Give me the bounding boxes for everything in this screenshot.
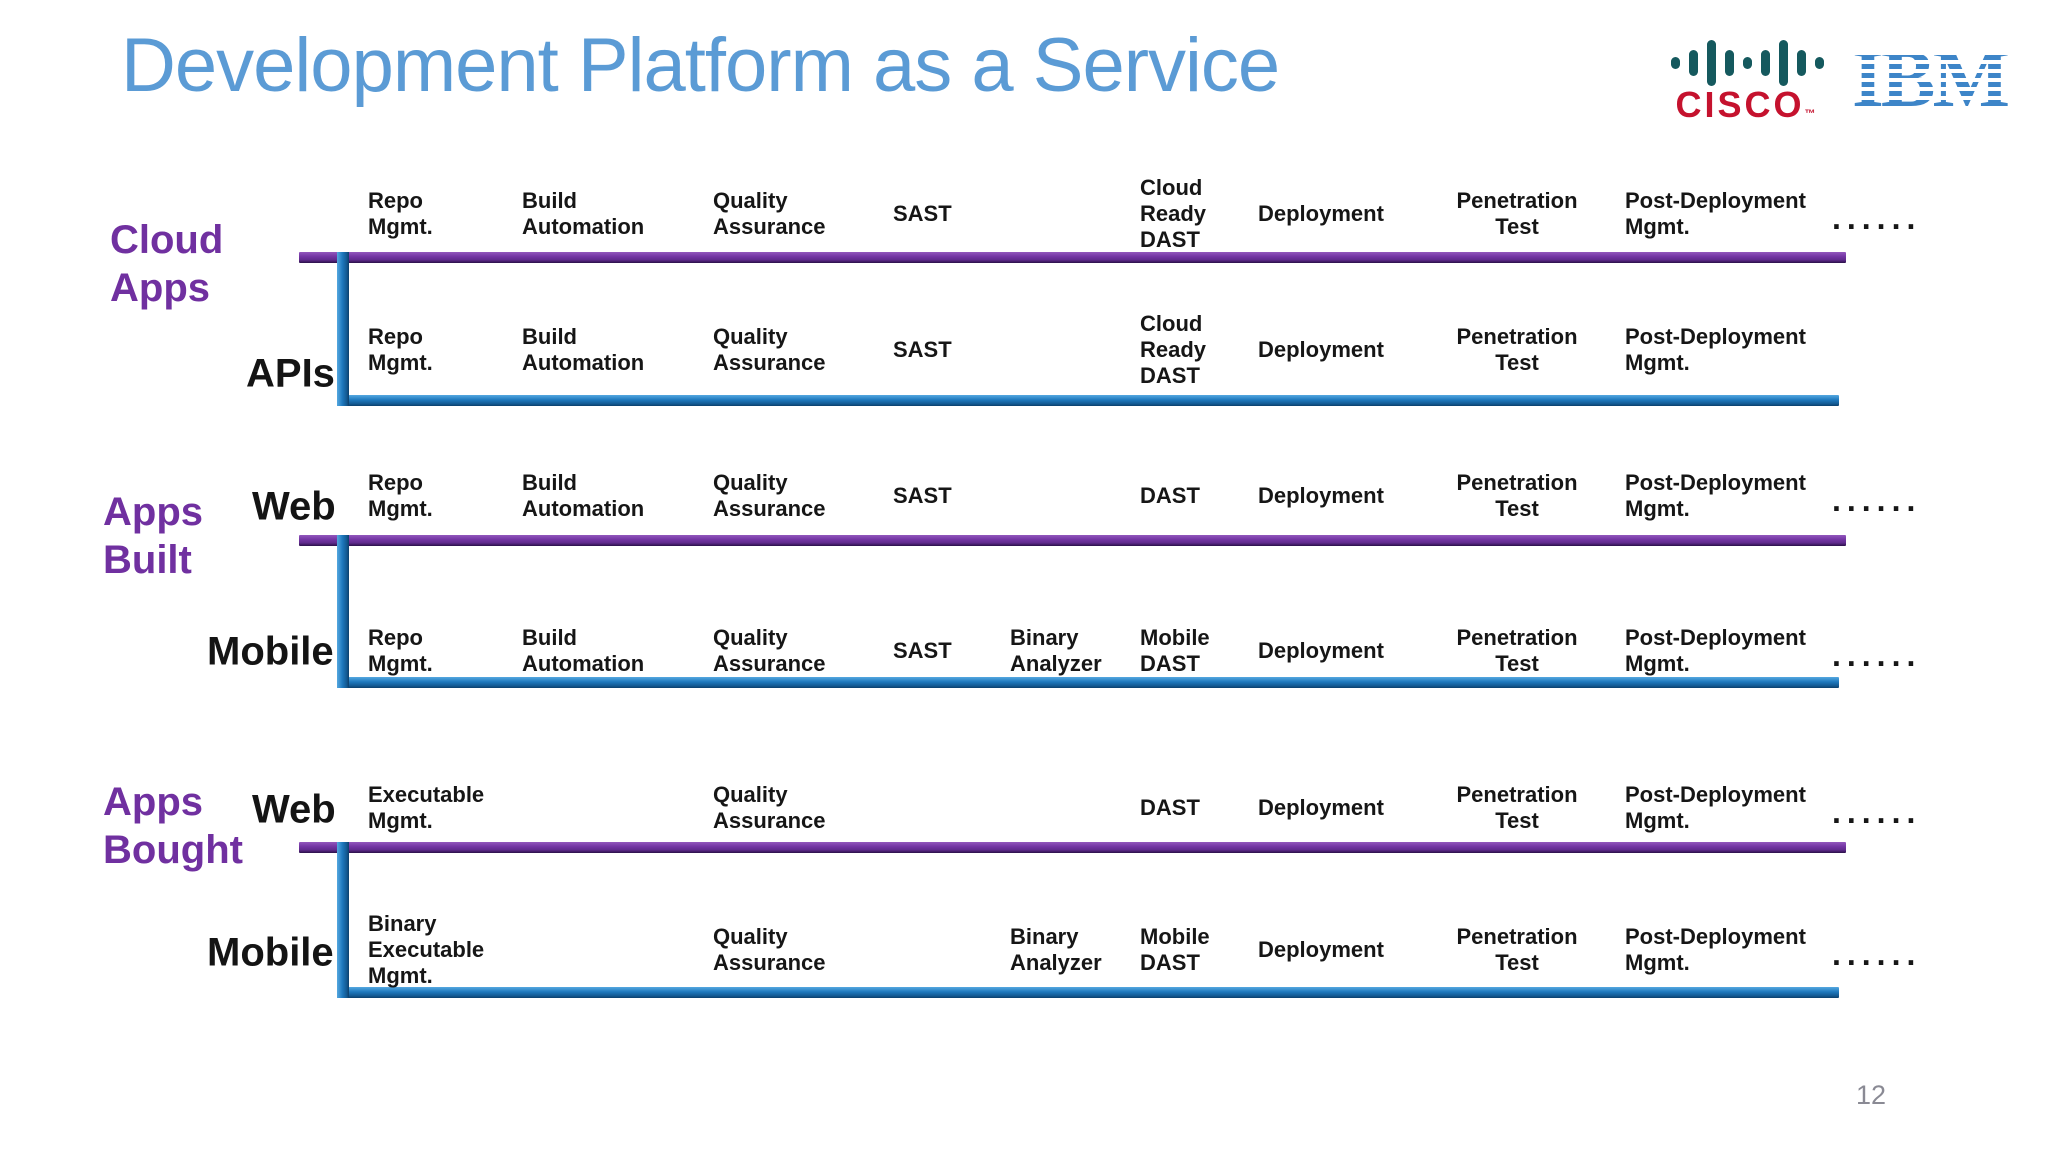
pipeline-bar-web-bought: [299, 842, 1846, 853]
stage-quality-assurance: Quality Assurance: [713, 625, 826, 676]
group-label-apps-built: Apps Built: [103, 490, 203, 582]
connector-web-mobile-built: [337, 535, 349, 688]
row-label-apis: APIs: [246, 351, 335, 396]
stage-dast: DAST: [1140, 795, 1200, 820]
stage-sast: SAST: [893, 638, 952, 663]
stage-penetration-test: Penetration Test: [1456, 324, 1578, 375]
stage-repo-mgmt: Repo Mgmt.: [368, 625, 433, 676]
stage-deployment: Deployment: [1258, 337, 1384, 362]
connector-web-mobile-bought: [337, 842, 349, 998]
ibm-logo: IBM: [1852, 33, 2012, 122]
row-label-web-bought: Web: [252, 787, 336, 832]
stage-deployment: Deployment: [1258, 483, 1384, 508]
stage-quality-assurance: Quality Assurance: [713, 188, 826, 239]
stage-penetration-test: Penetration Test: [1456, 470, 1578, 521]
stage-deployment: Deployment: [1258, 795, 1384, 820]
stage-post-deployment-mgmt: Post-Deployment Mgmt.: [1625, 782, 1806, 833]
stage-deployment: Deployment: [1258, 201, 1384, 226]
connector-cloud-apps-apis: [337, 252, 349, 406]
stage-quality-assurance: Quality Assurance: [713, 470, 826, 521]
group-label-apps-bought: Apps Bought: [103, 780, 243, 872]
stage-deployment: Deployment: [1258, 638, 1384, 663]
slide-title: Development Platform as a Service: [121, 23, 1280, 108]
ellipsis-dots: ......: [1832, 637, 1922, 673]
stage-post-deployment-mgmt: Post-Deployment Mgmt.: [1625, 470, 1806, 521]
stage-cloud-ready-dast: Cloud Ready DAST: [1140, 175, 1207, 252]
stage-penetration-test: Penetration Test: [1456, 924, 1578, 975]
stage-mobile-dast: Mobile DAST: [1140, 625, 1210, 676]
stage-post-deployment-mgmt: Post-Deployment Mgmt.: [1625, 188, 1806, 239]
pipeline-bar-mobile-built: [341, 677, 1839, 688]
stage-post-deployment-mgmt: Post-Deployment Mgmt.: [1625, 924, 1806, 975]
stage-repo-mgmt: Repo Mgmt.: [368, 324, 433, 375]
stage-build-automation: Build Automation: [522, 188, 645, 239]
group-label-cloud-apps: Cloud Apps: [110, 218, 224, 310]
row-label-mobile-built: Mobile: [207, 629, 334, 674]
ellipsis-dots: ......: [1832, 936, 1922, 972]
stage-post-deployment-mgmt: Post-Deployment Mgmt.: [1625, 324, 1806, 375]
row-label-web-built: Web: [252, 484, 336, 529]
stage-quality-assurance: Quality Assurance: [713, 324, 826, 375]
stage-executable-mgmt: Executable Mgmt.: [368, 782, 485, 833]
stage-binary-analyzer: Binary Analyzer: [1010, 924, 1102, 975]
stage-quality-assurance: Quality Assurance: [713, 782, 826, 833]
stage-post-deployment-mgmt: Post-Deployment Mgmt.: [1625, 625, 1806, 676]
cisco-logo: CISCO™: [1662, 38, 1832, 131]
ellipsis-dots: ......: [1832, 200, 1922, 236]
pipeline-bar-apis: [341, 395, 1839, 406]
stage-sast: SAST: [893, 337, 952, 362]
stage-build-automation: Build Automation: [522, 625, 645, 676]
ellipsis-dots: ......: [1832, 794, 1922, 830]
stage-repo-mgmt: Repo Mgmt.: [368, 188, 433, 239]
pipeline-bar-web-built: [299, 535, 1846, 546]
stage-sast: SAST: [893, 483, 952, 508]
stage-build-automation: Build Automation: [522, 324, 645, 375]
stage-binary-executable-mgmt: Binary Executable Mgmt.: [368, 911, 485, 988]
cisco-bars-icon: [1662, 38, 1832, 88]
stage-penetration-test: Penetration Test: [1456, 188, 1578, 239]
stage-deployment: Deployment: [1258, 937, 1384, 962]
stage-build-automation: Build Automation: [522, 470, 645, 521]
page-number: 12: [1856, 1080, 1887, 1110]
stage-sast: SAST: [893, 201, 952, 226]
row-label-mobile-bought: Mobile: [207, 930, 334, 975]
stage-binary-analyzer: Binary Analyzer: [1010, 625, 1102, 676]
stage-penetration-test: Penetration Test: [1456, 625, 1578, 676]
stage-repo-mgmt: Repo Mgmt.: [368, 470, 433, 521]
stage-mobile-dast: Mobile DAST: [1140, 924, 1210, 975]
cisco-wordmark: CISCO™: [1675, 84, 1819, 125]
pipeline-bar-mobile-bought: [341, 987, 1839, 998]
stage-cloud-ready-dast: Cloud Ready DAST: [1140, 311, 1207, 388]
cisco-trademark: ™: [1804, 108, 1819, 120]
ellipsis-dots: ......: [1832, 482, 1922, 518]
stage-penetration-test: Penetration Test: [1456, 782, 1578, 833]
stage-quality-assurance: Quality Assurance: [713, 924, 826, 975]
pipeline-bar-cloud-apps: [299, 252, 1846, 263]
stage-dast: DAST: [1140, 483, 1200, 508]
ibm-wordmark: IBM: [1852, 33, 2009, 122]
